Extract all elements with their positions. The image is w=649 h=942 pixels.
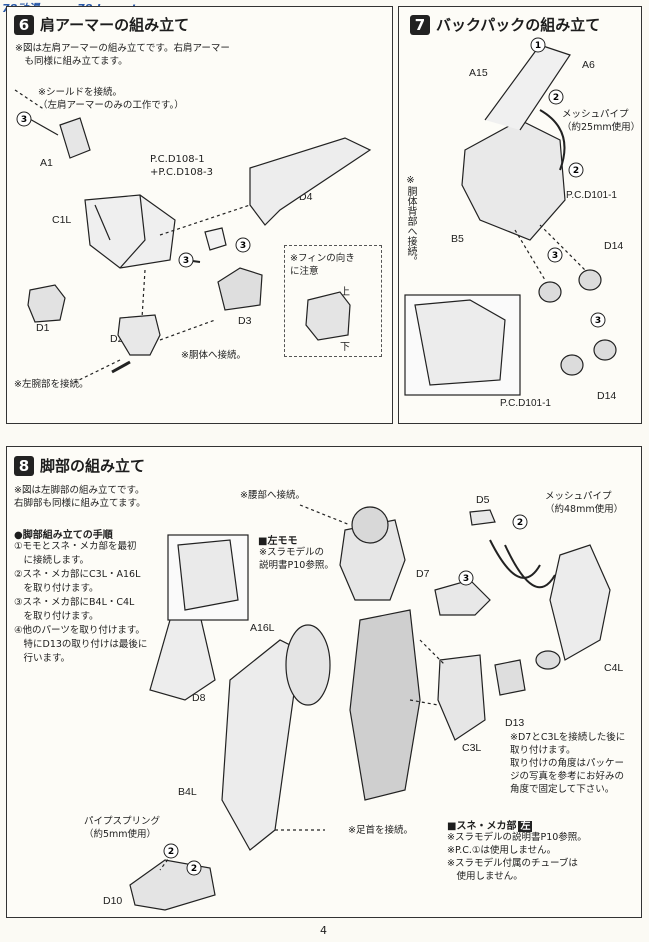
marker-2-step7b: 2: [568, 162, 584, 178]
step8-shin-head: ■スネ・メカ部: [447, 821, 517, 832]
marker-3-c1l: 3: [178, 252, 194, 268]
step8-label-d5: D5: [476, 494, 490, 506]
svg-text:2: 2: [517, 518, 523, 528]
step8-label-d13: D13: [505, 717, 525, 729]
part-c4l-drawing: [549, 544, 611, 661]
part-d10-drawing: [129, 859, 216, 911]
step8-d13-note: ※D7とC3Lを接続した後に 取り付けます。 取り付けの角度はパッケー ジの写真…: [510, 732, 626, 795]
step7-label-pc1: P.C.D101-1: [566, 190, 617, 201]
svg-text:2: 2: [191, 864, 197, 874]
step6-body-note: ※胴体へ接続。: [181, 350, 246, 361]
part-d2-drawing: [117, 314, 161, 356]
svg-text:3: 3: [595, 316, 601, 326]
step8-label-d7: D7: [416, 568, 430, 580]
svg-text:3: 3: [552, 251, 558, 261]
svg-text:2: 2: [573, 166, 579, 176]
svg-text:3: 3: [463, 574, 469, 584]
marker-3-step7a: 3: [547, 247, 563, 263]
marker-2-step8b: 2: [163, 843, 179, 859]
marker-2-step8c: 2: [186, 860, 202, 876]
step6-header: 6 肩アーマーの組み立て: [14, 14, 189, 35]
step6-label-d3: D3: [238, 315, 252, 327]
svg-text:3: 3: [240, 241, 246, 251]
step7-label-pc2: P.C.D101-1: [500, 398, 551, 409]
part-d7-drawing: [434, 579, 491, 616]
step6-note: ※図は左肩アーマーの組み立てです。右肩アーマー も同様に組み立てます。: [15, 43, 230, 67]
svg-text:3: 3: [183, 256, 189, 266]
part-d4-drawing: [249, 137, 372, 226]
svg-text:3: 3: [21, 115, 27, 125]
step7-title: バックパックの組み立て: [436, 16, 601, 34]
step8-label-a16l: A16L: [250, 622, 275, 634]
step8-foot-note: ※足首を接続。: [348, 825, 413, 836]
step8-procedure-head: ●脚部組み立ての手順: [14, 530, 113, 541]
step8-shin-tag: 左: [518, 821, 533, 832]
part-d1-drawing: [27, 284, 66, 323]
step8-shin-heading: ■スネ・メカ部左: [447, 817, 533, 832]
marker-2-step8a: 2: [512, 514, 528, 530]
svg-text:2: 2: [168, 847, 174, 857]
step8-shin-note: ※スラモデルの説明書P10参照。 ※P.C.①は使用しません。 ※スラモデル付属…: [447, 832, 587, 882]
step7-mesh-note: メッシュパイプ （約25mm使用）: [562, 109, 641, 133]
step7-label-b5: B5: [451, 233, 464, 245]
step8-thigh-head: ■左モモ: [258, 536, 298, 547]
step8-label-d8: D8: [192, 692, 206, 704]
step6-shield-note: ※シールドを接続。 （左肩アーマーのみの工作です。）: [38, 87, 184, 111]
step8-thigh-note: ※スラモデルの 説明書P10参照。: [259, 547, 334, 571]
marker-3-step8a: 3: [458, 570, 474, 586]
step8-spring-note: パイプスプリング （約5mm使用）: [84, 816, 161, 840]
step8-procedure: ①モモとスネ・メカ部を最初 に接続します。 ②スネ・メカ部にC3L・A16L を…: [14, 541, 148, 664]
marker-3-a1: 3: [16, 111, 32, 127]
marker-3-d3: 3: [235, 237, 251, 253]
step8-label-d10: D10: [103, 895, 123, 907]
part-d8-drawing: [149, 614, 216, 701]
part-shin-mech-drawing: [349, 609, 421, 801]
marker-1-step7: 1: [530, 37, 546, 53]
step7-label-d14b: D14: [597, 390, 617, 402]
step6-label-c1l: C1L: [52, 214, 72, 226]
part-d3-drawing: [217, 267, 263, 311]
marker-3-step7b: 3: [590, 312, 606, 328]
step6-fin-note: ※フィンの向き に注意: [290, 253, 355, 277]
step6-label-pc: P.C.D108-1 +P.C.D108-3: [150, 154, 213, 178]
step6-label-a1: A1: [40, 157, 53, 169]
step7-label-a15: A15: [469, 67, 488, 79]
part-a16l-drawing: [285, 624, 331, 706]
step8-note: ※図は左脚部の組み立てです。 右脚部も同様に組み立てます。: [14, 485, 146, 509]
step8-header: 8 脚部の組み立て: [14, 455, 145, 476]
step8-mesh-note: メッシュパイプ （約48mm使用）: [545, 491, 624, 515]
step6-label-d1: D1: [36, 322, 50, 334]
step6-title: 肩アーマーの組み立て: [40, 16, 190, 34]
step8-label-c3l: C3L: [462, 742, 482, 754]
step6-fin-up: 上: [340, 287, 350, 298]
step7-label-a6: A6: [582, 59, 595, 71]
part-b5-drawing: [461, 119, 566, 241]
step6-number-badge: 6: [14, 14, 34, 35]
step7-header: 7 バックパックの組み立て: [410, 14, 600, 35]
svg-text:2: 2: [553, 93, 559, 103]
step6-arm-note: ※左腕部を接続。: [14, 379, 89, 390]
step8-label-b4l: B4L: [178, 786, 197, 798]
step7-label-d14a: D14: [604, 240, 624, 252]
step8-waist-note: ※腰部へ接続。: [240, 490, 305, 501]
marker-2-step7a: 2: [548, 89, 564, 105]
svg-text:1: 1: [535, 41, 541, 51]
step7-number-badge: 7: [410, 14, 430, 35]
step8-number-badge: 8: [14, 455, 34, 476]
step7-body-back-note: ※胴体背部へ接続。: [405, 175, 416, 266]
part-a1-drawing: [59, 117, 91, 159]
step8-title: 脚部の組み立て: [40, 457, 146, 475]
page-number: 4: [320, 924, 327, 937]
step6-fin-down: 下: [340, 342, 350, 353]
step8-label-c4l: C4L: [604, 662, 624, 674]
part-c3l-drawing: [437, 654, 486, 741]
